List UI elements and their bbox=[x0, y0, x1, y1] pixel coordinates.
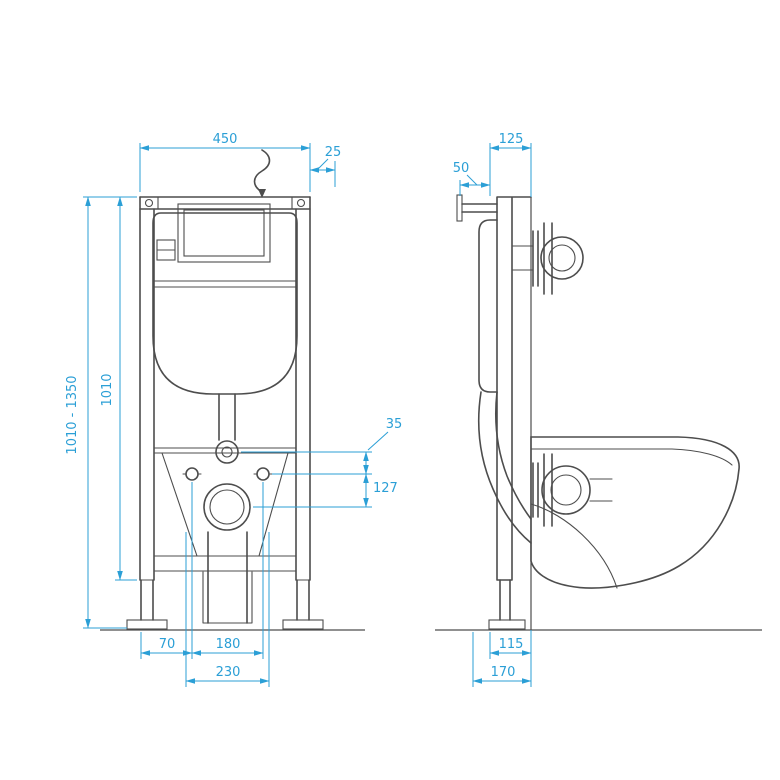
frame-outline bbox=[139, 196, 311, 581]
access-panel bbox=[177, 203, 271, 263]
dimension-frame-width: 450 bbox=[139, 132, 311, 192]
dim-foot-offset-label: 70 bbox=[159, 637, 176, 652]
dimension-adjustable-height: 1010 - 1350 bbox=[65, 196, 137, 629]
flush-bend-connector bbox=[511, 222, 584, 295]
dim-base-depth-label: 170 bbox=[491, 665, 516, 680]
dim-fixing-spacing-label: 180 bbox=[216, 637, 241, 652]
dimension-fixing-spacing-wide: 230 bbox=[185, 532, 270, 687]
dimension-outlet-offset: 115 bbox=[489, 630, 532, 687]
dimension-frame-depth: 125 bbox=[489, 132, 532, 197]
foot-plate-left bbox=[126, 619, 168, 630]
fixing-bolt-holes bbox=[182, 467, 273, 481]
dimension-wall-bracket-length: 50 bbox=[453, 161, 491, 196]
waste-outlet bbox=[203, 483, 251, 531]
flush-pipe bbox=[215, 393, 239, 464]
foot-plate-side bbox=[488, 619, 526, 630]
cistern bbox=[152, 212, 298, 395]
wall-bracket bbox=[456, 194, 498, 222]
flush-downpipe-profile bbox=[477, 391, 532, 544]
toilet-bowl-profile bbox=[530, 436, 740, 589]
drain-pipe bbox=[202, 531, 253, 624]
dimension-fixing-spacing: 180 bbox=[191, 637, 264, 656]
dimension-frame-height: 1010 bbox=[100, 196, 137, 581]
dim-wall-bracket-length-label: 50 bbox=[453, 161, 470, 176]
dimension-base-depth: 170 bbox=[472, 632, 532, 687]
dim-outlet-offset-label: 115 bbox=[499, 637, 524, 652]
dim-frame-depth-label: 125 bbox=[499, 132, 524, 147]
frame-bolt-hole-right bbox=[296, 198, 306, 208]
dim-frame-width-label: 450 bbox=[213, 132, 238, 147]
foot-plate-right bbox=[282, 619, 324, 630]
cistern-profile bbox=[478, 219, 498, 393]
dim-frame-height-label: 1010 bbox=[100, 373, 115, 406]
frame-bolt-hole-left bbox=[144, 198, 154, 208]
dim-adjustable-height-label: 1010 - 1350 bbox=[65, 375, 80, 454]
dim-flush-pipe-offset-label: 35 bbox=[386, 417, 403, 432]
side-view bbox=[435, 194, 762, 631]
waste-bend-connector bbox=[532, 453, 613, 527]
dim-pipe-center-distance-label: 127 bbox=[373, 481, 398, 496]
flush-elbow bbox=[215, 440, 239, 464]
frame-legs-feet bbox=[126, 579, 324, 630]
dimension-foot-offset: 70 bbox=[140, 482, 264, 659]
mounting-plate bbox=[153, 447, 297, 572]
dimension-top-bracket-offset: 25 bbox=[309, 145, 342, 187]
dimension-pipe-center-distance: 127 bbox=[363, 473, 398, 508]
cistern-water-line bbox=[152, 280, 298, 288]
dim-fixing-spacing-wide-label: 230 bbox=[216, 665, 241, 680]
dim-top-bracket-offset-label: 25 bbox=[325, 145, 342, 160]
dimension-flush-pipe-offset: 35 bbox=[241, 417, 403, 508]
front-view bbox=[100, 149, 365, 631]
water-supply-symbol bbox=[253, 149, 271, 198]
